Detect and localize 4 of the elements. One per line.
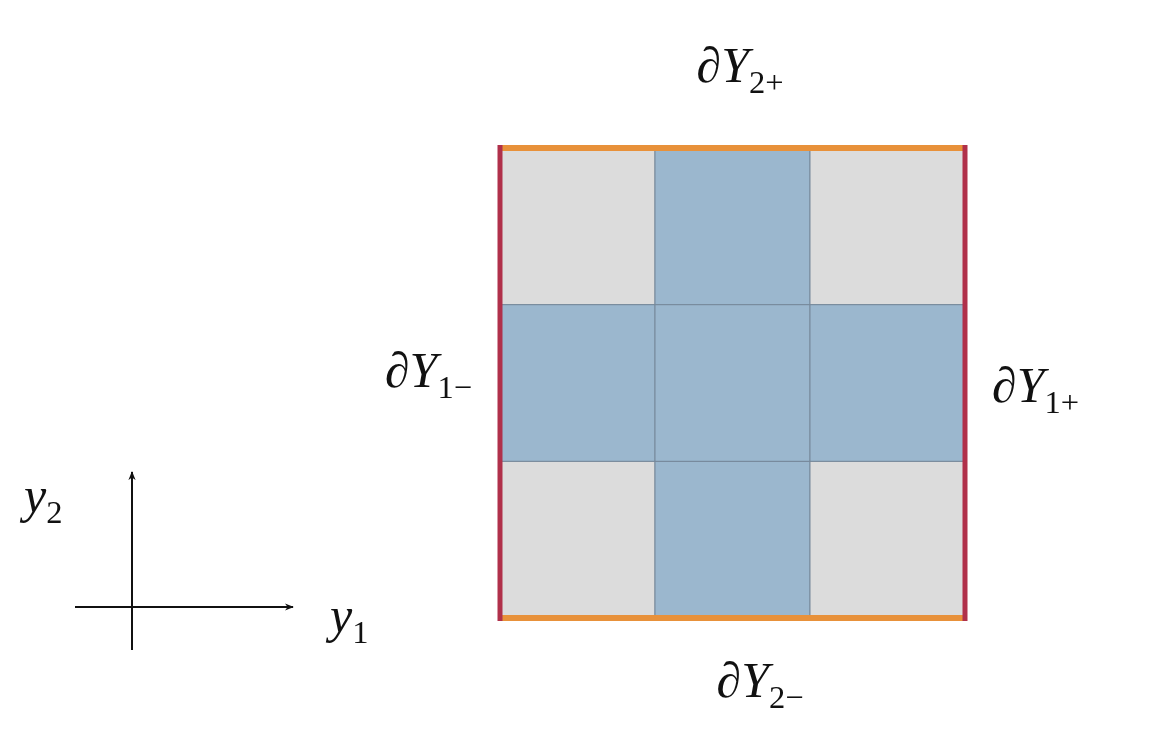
boundary-label: ∂Y$_{1−}$ — [384, 345, 472, 404]
boundary-label: ∂Y$_{2−}$ — [716, 655, 804, 714]
boundary-label: ∂Y$_{2+}$ — [696, 40, 784, 99]
boundary-label: ∂Y$_{1+}$ — [992, 360, 1080, 419]
